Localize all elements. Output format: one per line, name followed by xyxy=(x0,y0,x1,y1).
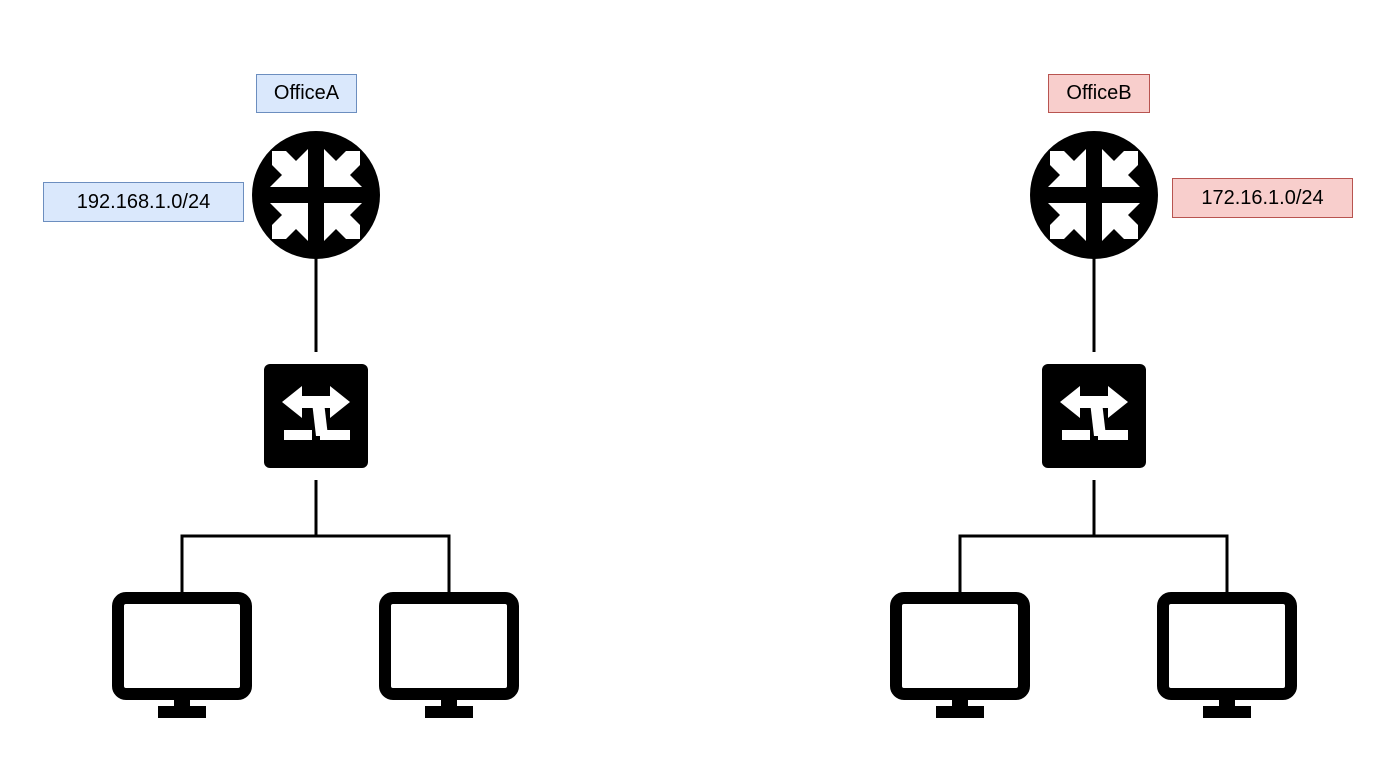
office-b-label[interactable]: OfficeB xyxy=(1048,74,1150,113)
office-a-label[interactable]: OfficeA xyxy=(256,74,357,113)
monitor-icon[interactable] xyxy=(896,598,1024,718)
pc-distribution-link xyxy=(180,534,451,594)
office-b-group xyxy=(896,131,1291,718)
router-icon[interactable] xyxy=(1030,131,1158,259)
office-a-group xyxy=(118,131,513,718)
pc-distribution-link xyxy=(958,534,1229,594)
office-b-subnet-label[interactable]: 172.16.1.0/24 xyxy=(1172,178,1353,218)
router-icon[interactable] xyxy=(252,131,380,259)
office-a-subnet-label[interactable]: 192.168.1.0/24 xyxy=(43,182,244,222)
switch-icon[interactable] xyxy=(1042,364,1146,468)
monitor-icon[interactable] xyxy=(385,598,513,718)
switch-icon[interactable] xyxy=(264,364,368,468)
monitor-icon[interactable] xyxy=(118,598,246,718)
monitor-icon[interactable] xyxy=(1163,598,1291,718)
